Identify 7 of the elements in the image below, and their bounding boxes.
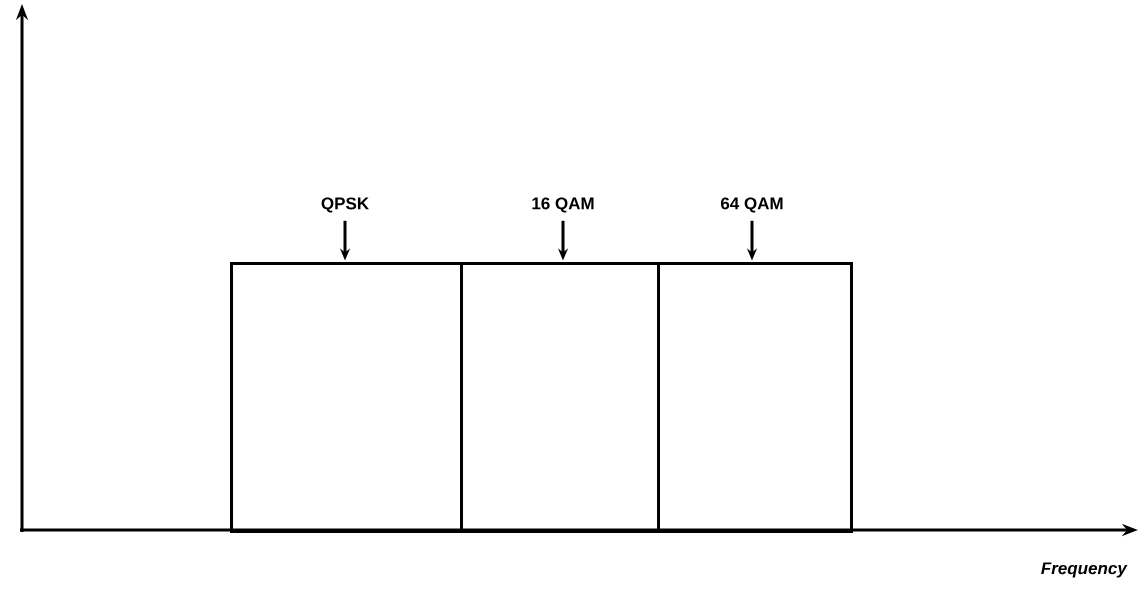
spectrum-bar bbox=[230, 262, 463, 533]
signal-label: QPSK bbox=[321, 197, 369, 213]
spectrum-bar bbox=[657, 262, 853, 533]
axis-label: Frequency bbox=[1041, 562, 1128, 578]
signal-label: 16 QAM bbox=[532, 197, 594, 213]
spectrum-bar bbox=[460, 262, 660, 533]
signal-label: 64 QAM bbox=[721, 197, 783, 213]
